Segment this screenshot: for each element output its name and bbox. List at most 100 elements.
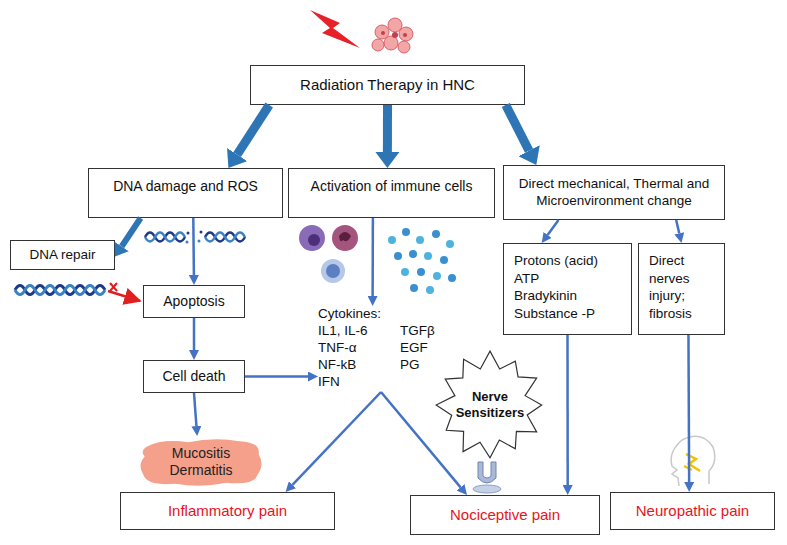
connector-arrow: [676, 220, 679, 233]
node-label: EGF: [400, 340, 428, 356]
immune-cell: [332, 225, 358, 251]
node-label: Bradykinin: [514, 287, 577, 305]
immune-cell: [299, 225, 325, 251]
tumor-cell: [399, 27, 413, 41]
cell-nucleus: [403, 33, 407, 37]
connector-arrow: [237, 105, 269, 155]
head-icon: [671, 436, 715, 486]
cytokine-dot: [440, 256, 448, 264]
node-label: IFN: [318, 374, 340, 390]
node-label: PG: [400, 357, 420, 373]
outcome-box: Neuropathic pain: [610, 492, 775, 530]
node-label: DNA damage and ROS: [113, 178, 258, 195]
connector-arrow: [566, 335, 569, 485]
receptor-shape: [478, 462, 496, 483]
node-label: ATP: [514, 270, 539, 288]
cytokine-dot: [448, 274, 456, 282]
node-label: Direct nerves injury; fibrosis: [649, 252, 716, 322]
tumor-cell: [384, 36, 398, 50]
connector-arrow: [548, 220, 559, 235]
block-cross: [110, 283, 117, 291]
cytokine-dot: [394, 252, 402, 260]
process-box: Cell death: [143, 360, 245, 393]
lightning-bolt: [310, 10, 360, 48]
tumor-cell: [372, 39, 384, 51]
starburst-callout: Nerve Sensitizers: [435, 350, 545, 460]
process-box: Radiation Therapy in HNC: [250, 65, 525, 105]
repaired-dna-helix: [15, 286, 105, 295]
node-label: NF-kB: [318, 357, 356, 373]
connector-arrow: [193, 318, 196, 350]
dna-strand: [205, 233, 245, 242]
connector-arrow: [245, 375, 308, 378]
connector-arrow: [192, 218, 195, 275]
dna-strand: [145, 233, 185, 242]
cytokine-dot: [409, 250, 417, 258]
node-label: IL1, IL-6: [318, 323, 368, 339]
pain-mark: [684, 466, 692, 470]
cell-nucleus: [381, 31, 385, 35]
connector-arrow: [381, 392, 461, 487]
cell-nucleus: [308, 234, 320, 246]
node-label: Cell death: [162, 368, 225, 385]
connector-arrow: [371, 218, 374, 296]
outcome-box: Nociceptive pain: [410, 495, 600, 535]
dna-fragment: [186, 241, 189, 244]
node-label: Nerve Sensitizers: [448, 389, 532, 420]
node-label: Radiation Therapy in HNC: [300, 76, 475, 94]
list-heading: Cytokines:: [318, 306, 381, 322]
cytokine-dot: [432, 230, 440, 238]
dna-fragment: [200, 231, 203, 234]
cell-nucleus: [392, 32, 398, 38]
cell-nucleus: [339, 232, 351, 241]
node-label: Neuropathic pain: [636, 502, 749, 520]
outcome-box: Inflammatory pain: [120, 492, 335, 530]
cytokine-dot: [401, 268, 409, 276]
cytokine-dot: [416, 236, 424, 244]
cytokine-dots: [388, 228, 456, 294]
connector-arrow: [194, 393, 196, 426]
connector-arrow: [122, 218, 141, 247]
immune-cells: [299, 225, 358, 283]
cytokine-dot: [424, 252, 432, 260]
blocked-arrow: [108, 291, 140, 301]
node-label: TNF-α: [318, 340, 357, 356]
effect-blob: Mucositis Dermatitis: [137, 436, 265, 488]
process-box: Apoptosis: [143, 285, 245, 318]
cytokine-dot: [410, 284, 418, 292]
mediator-box: Protons (acid)ATPBradykininSubstance -P: [503, 243, 632, 335]
starburst-shape: [436, 351, 542, 458]
cytokine-dot: [417, 268, 425, 276]
node-label: Nociceptive pain: [450, 506, 560, 524]
connector-arrow: [506, 105, 529, 151]
dna-strand: [205, 233, 245, 242]
head-outline: [671, 436, 715, 486]
immune-cell: [321, 259, 345, 283]
cell-nucleus: [326, 264, 340, 278]
receptor-icon: [473, 462, 501, 493]
process-box: Activation of immune cells: [288, 168, 495, 218]
node-label: TGFβ: [400, 323, 435, 339]
tumor-cell: [398, 41, 410, 53]
cytokine-list: Cytokines:IL1, IL-6TNF-αNF-kBIFN TGFβEGFP…: [318, 306, 458, 392]
cytokine-dot: [426, 286, 434, 294]
dna-fragment: [198, 240, 201, 243]
cytokine-dot: [402, 228, 410, 236]
connector-arrow: [383, 105, 392, 152]
process-box: DNA repair: [10, 240, 115, 270]
dna-strand: [15, 286, 105, 295]
node-label: Direct mechanical, Thermal and Microenvi…: [514, 176, 714, 208]
node-label: Apoptosis: [163, 293, 224, 310]
node-label: Activation of immune cells: [311, 178, 473, 195]
dna-strand: [145, 233, 185, 242]
tumor-cells: [372, 18, 413, 53]
node-label: Mucositis Dermatitis: [161, 445, 241, 479]
process-box: Direct mechanical, Thermal and Microenvi…: [503, 165, 725, 220]
block-cross: [110, 283, 117, 291]
blob-shape: [140, 439, 261, 485]
node-label: Substance -P: [514, 305, 595, 323]
cytokine-dot: [388, 236, 396, 244]
process-box: DNA damage and ROS: [88, 168, 283, 218]
connector-arrow: [292, 392, 381, 485]
